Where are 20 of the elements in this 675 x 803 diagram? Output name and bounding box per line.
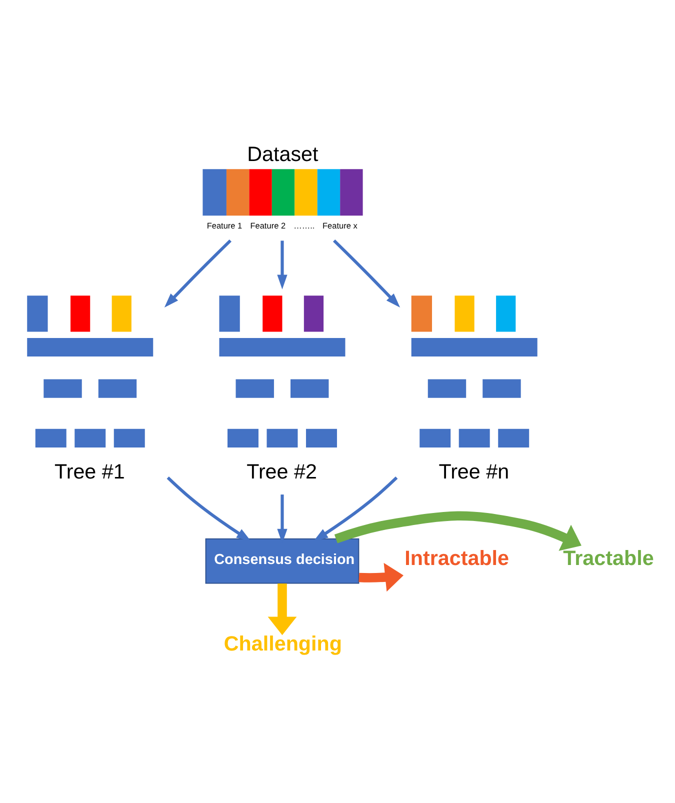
node-label: …….. (294, 220, 315, 230)
node-text: Tractable (563, 546, 654, 570)
node-label: Tree #n (438, 460, 510, 483)
arrow (268, 583, 297, 635)
arrow (166, 476, 252, 541)
node-label: Tree #2 (246, 460, 317, 483)
node-label: Feature x (322, 220, 358, 230)
arrow (358, 562, 404, 592)
node-label: Dataset (247, 142, 318, 166)
arrow (164, 238, 232, 308)
node-label: Feature 2 (250, 220, 286, 230)
node-label: Feature 1 (206, 220, 242, 230)
node-box: Consensus decision (205, 538, 360, 584)
arrow (334, 510, 582, 550)
node-text: Intractable (404, 546, 510, 570)
node-label: Tree #1 (54, 460, 125, 483)
node-text: Challenging (224, 632, 342, 655)
arrow (277, 240, 288, 289)
arrow (332, 238, 400, 308)
arrow (313, 476, 398, 541)
